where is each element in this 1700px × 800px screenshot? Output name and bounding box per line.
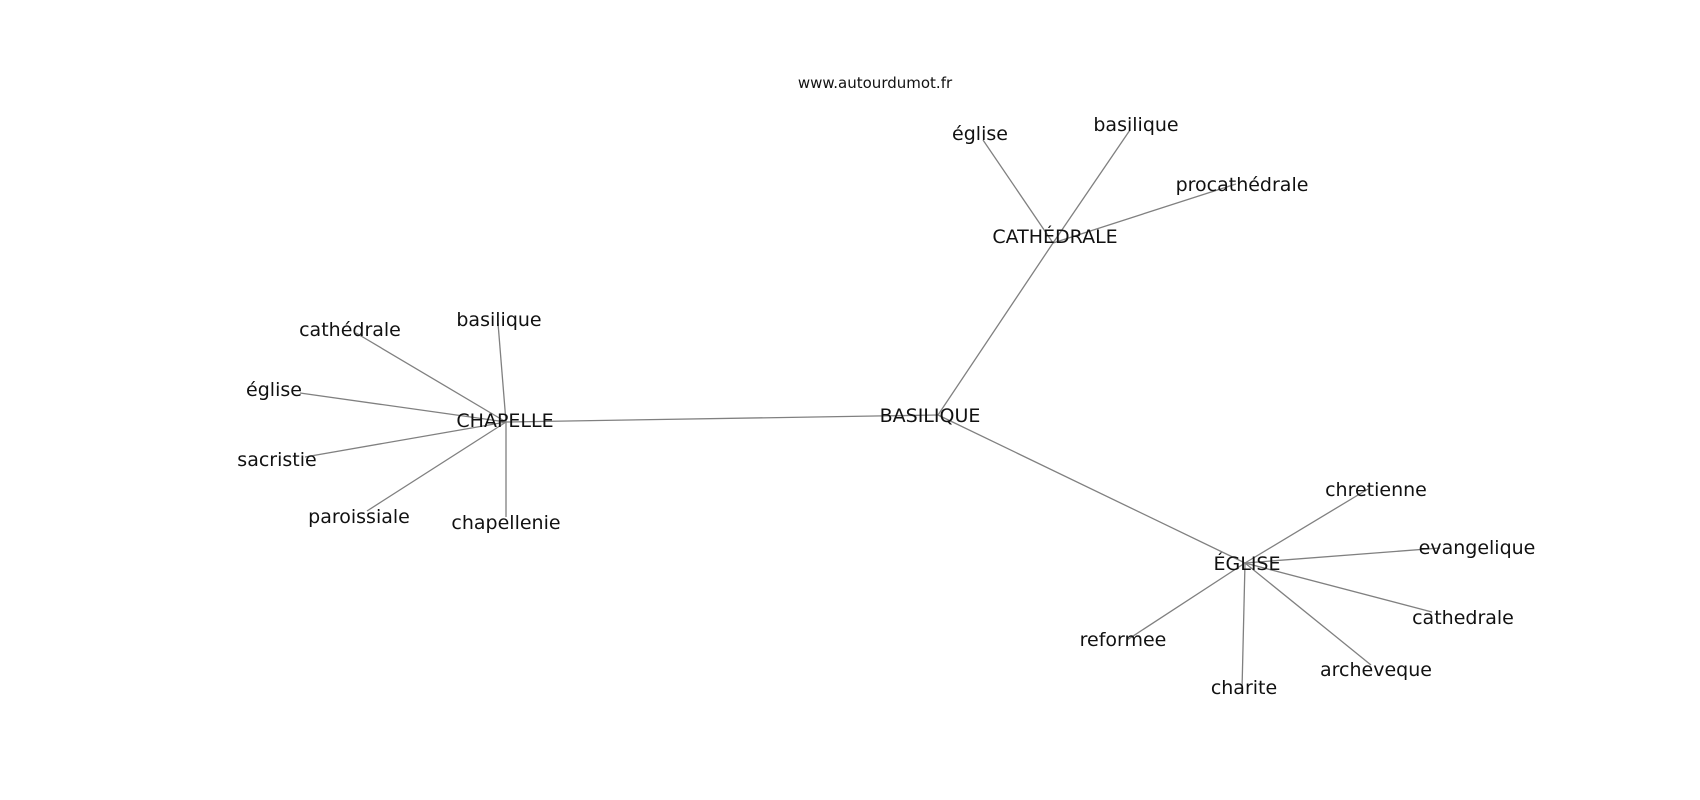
node-eglise[interactable]: ÉGLISE	[1214, 552, 1281, 575]
node-chapelle-chapellenie[interactable]: chapellenie	[451, 512, 560, 534]
eglise-neighbors: chretienne evangelique cathedrale archev…	[1080, 479, 1536, 699]
node-cathedrale[interactable]: CATHÉDRALE	[992, 225, 1117, 248]
cathedrale-neighbors: église basilique procathédrale	[952, 114, 1308, 196]
node-eglise-charite[interactable]: charite	[1211, 677, 1277, 699]
edge-eglise-cathedrale	[1244, 562, 1433, 613]
node-eglise-archeveque[interactable]: archeveque	[1320, 659, 1432, 681]
edge-chapelle-eglise	[299, 392, 507, 423]
node-cathedrale-basilique[interactable]: basilique	[1093, 114, 1178, 136]
node-chapelle-sacristie[interactable]: sacristie	[237, 449, 316, 471]
node-basilique[interactable]: BASILIQUE	[880, 405, 981, 427]
edge-eglise-evangelique	[1244, 547, 1441, 564]
edge-eglise-chretienne	[1244, 488, 1369, 564]
node-chapelle-basilique[interactable]: basilique	[456, 309, 541, 331]
edge-chapelle-basilique	[497, 322, 507, 423]
node-chapelle-cathedrale[interactable]: cathédrale	[299, 319, 401, 341]
edge-chapelle-cathedrale	[355, 332, 507, 423]
edge-cathedrale-procathedrale	[1052, 183, 1237, 244]
edge-eglise-archeveque	[1244, 562, 1372, 666]
edge-cathedrale-eglise	[982, 139, 1054, 244]
node-eglise-chretienne[interactable]: chretienne	[1325, 479, 1427, 501]
node-cathedrale-procathedrale[interactable]: procathédrale	[1176, 174, 1309, 196]
edge-eglise-reformee	[1126, 562, 1246, 641]
node-cathedrale-eglise[interactable]: église	[952, 123, 1008, 145]
watermark-text: www.autourdumot.fr	[798, 74, 953, 92]
edge-cathedrale-basilique	[1052, 129, 1131, 244]
node-chapelle[interactable]: CHAPELLE	[456, 410, 553, 432]
node-eglise-cathedrale[interactable]: cathedrale	[1412, 607, 1514, 629]
node-eglise-evangelique[interactable]: evangelique	[1419, 537, 1536, 559]
edge-basilique-eglise	[937, 414, 1246, 564]
edge-basilique-cathedrale	[937, 242, 1054, 416]
node-chapelle-eglise[interactable]: église	[246, 379, 302, 401]
edge-basilique-chapelle	[505, 414, 939, 423]
graph-edges	[299, 129, 1441, 691]
node-chapelle-paroissiale[interactable]: paroissiale	[308, 506, 410, 528]
chapelle-neighbors: cathédrale basilique église sacristie pa…	[237, 309, 560, 534]
node-eglise-reformee[interactable]: reformee	[1080, 629, 1167, 651]
edge-chapelle-sacristie	[304, 421, 507, 458]
edge-chapelle-paroissiale	[366, 421, 507, 512]
hub-labels: BASILIQUE CATHÉDRALE CHAPELLE ÉGLISE	[456, 225, 1280, 575]
edge-eglise-charite	[1241, 562, 1246, 691]
